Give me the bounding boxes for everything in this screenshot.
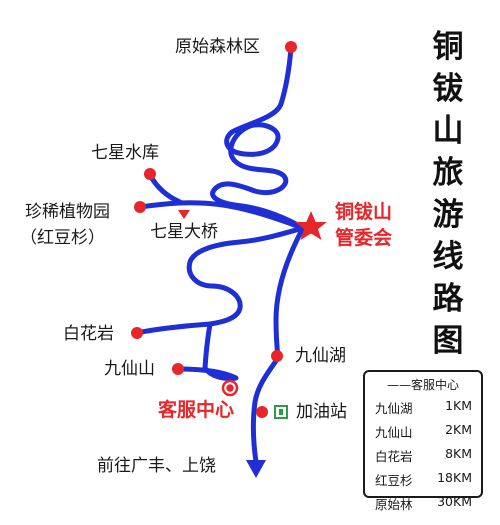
label-baihua: 白花岩 xyxy=(63,324,114,344)
marker-hub-star xyxy=(295,211,327,240)
label-yuanshi: 原始森林区 xyxy=(175,37,260,57)
gas-station-icon xyxy=(274,405,288,419)
label-exit: 前往广丰、上饶 xyxy=(97,456,216,476)
visitor-center-icon xyxy=(221,379,239,397)
legend-place: 九仙湖 xyxy=(375,401,413,416)
title-char: 旅 xyxy=(432,155,464,191)
legend-distance: 2KM xyxy=(445,422,472,437)
title-char: 山 xyxy=(432,113,464,149)
road-hub-to-rare-plant xyxy=(137,200,306,231)
marker-yuanshi xyxy=(285,41,297,53)
legend-row: 白花岩 8KM xyxy=(365,446,481,465)
title-char: 钹 xyxy=(432,71,464,107)
legend-place: 白花岩 xyxy=(375,449,413,464)
road-trunk-exit xyxy=(250,355,281,465)
legend-row: 红豆杉 18KM xyxy=(365,470,481,489)
road-jiuxian-mountain xyxy=(175,321,239,381)
title-char: 游 xyxy=(432,197,464,233)
legend-place: 红豆杉 xyxy=(375,473,413,488)
label-hub-line1: 铜钹山 xyxy=(335,201,393,223)
title-char: 路 xyxy=(432,281,464,317)
map-title: 铜 钹 山 旅 游 线 路 图 xyxy=(428,26,468,362)
label-qixing-bridge: 七星大桥 xyxy=(150,222,218,242)
marker-qixing-reservoir xyxy=(144,168,156,180)
legend-row: 九仙山 2KM xyxy=(365,422,481,441)
legend-distance: 8KM xyxy=(445,446,472,461)
title-char: 图 xyxy=(432,323,464,359)
marker-jiuxian-mountain xyxy=(172,363,184,375)
marker-qixing-bridge xyxy=(178,210,190,219)
marker-jiuxian-lake xyxy=(271,350,283,362)
label-gas-station: 加油站 xyxy=(296,402,347,422)
exit-arrow xyxy=(246,460,266,478)
legend-row: 原始林 30KM xyxy=(365,494,481,513)
legend-heading: ——客服中心 xyxy=(386,378,459,392)
road-forest-to-hub xyxy=(210,45,306,231)
marker-gas-station xyxy=(256,406,268,418)
road-hub-to-jiuxian-lake xyxy=(273,225,306,361)
legend-distance: 1KM xyxy=(445,398,472,413)
label-red-yew: （红豆杉） xyxy=(20,228,105,248)
legend-distance: 30KM xyxy=(437,494,472,509)
label-jiuxian-lake: 九仙湖 xyxy=(295,346,346,366)
legend-row: 九仙湖 1KM xyxy=(365,398,481,417)
marker-rare-plant xyxy=(134,201,146,213)
marker-baihua xyxy=(131,327,143,339)
label-rare-plant: 珍稀植物园 xyxy=(25,202,110,222)
legend-place: 九仙山 xyxy=(375,425,413,440)
road-qixing-reservoir xyxy=(147,172,183,205)
label-visitor-center: 客服中心 xyxy=(158,399,235,421)
title-char: 线 xyxy=(432,239,464,275)
title-char: 铜 xyxy=(432,29,464,65)
label-hub-line2: 管委会 xyxy=(335,227,393,249)
label-jiuxian-mountain: 九仙山 xyxy=(104,359,155,379)
distance-legend: ——客服中心 九仙湖 1KM 九仙山 2KM 白花岩 8KM 红豆杉 18KM … xyxy=(363,370,483,512)
legend-distance: 18KM xyxy=(437,470,472,485)
label-qixing-reservoir: 七星水库 xyxy=(91,143,159,163)
legend-place: 原始林 xyxy=(375,497,413,512)
